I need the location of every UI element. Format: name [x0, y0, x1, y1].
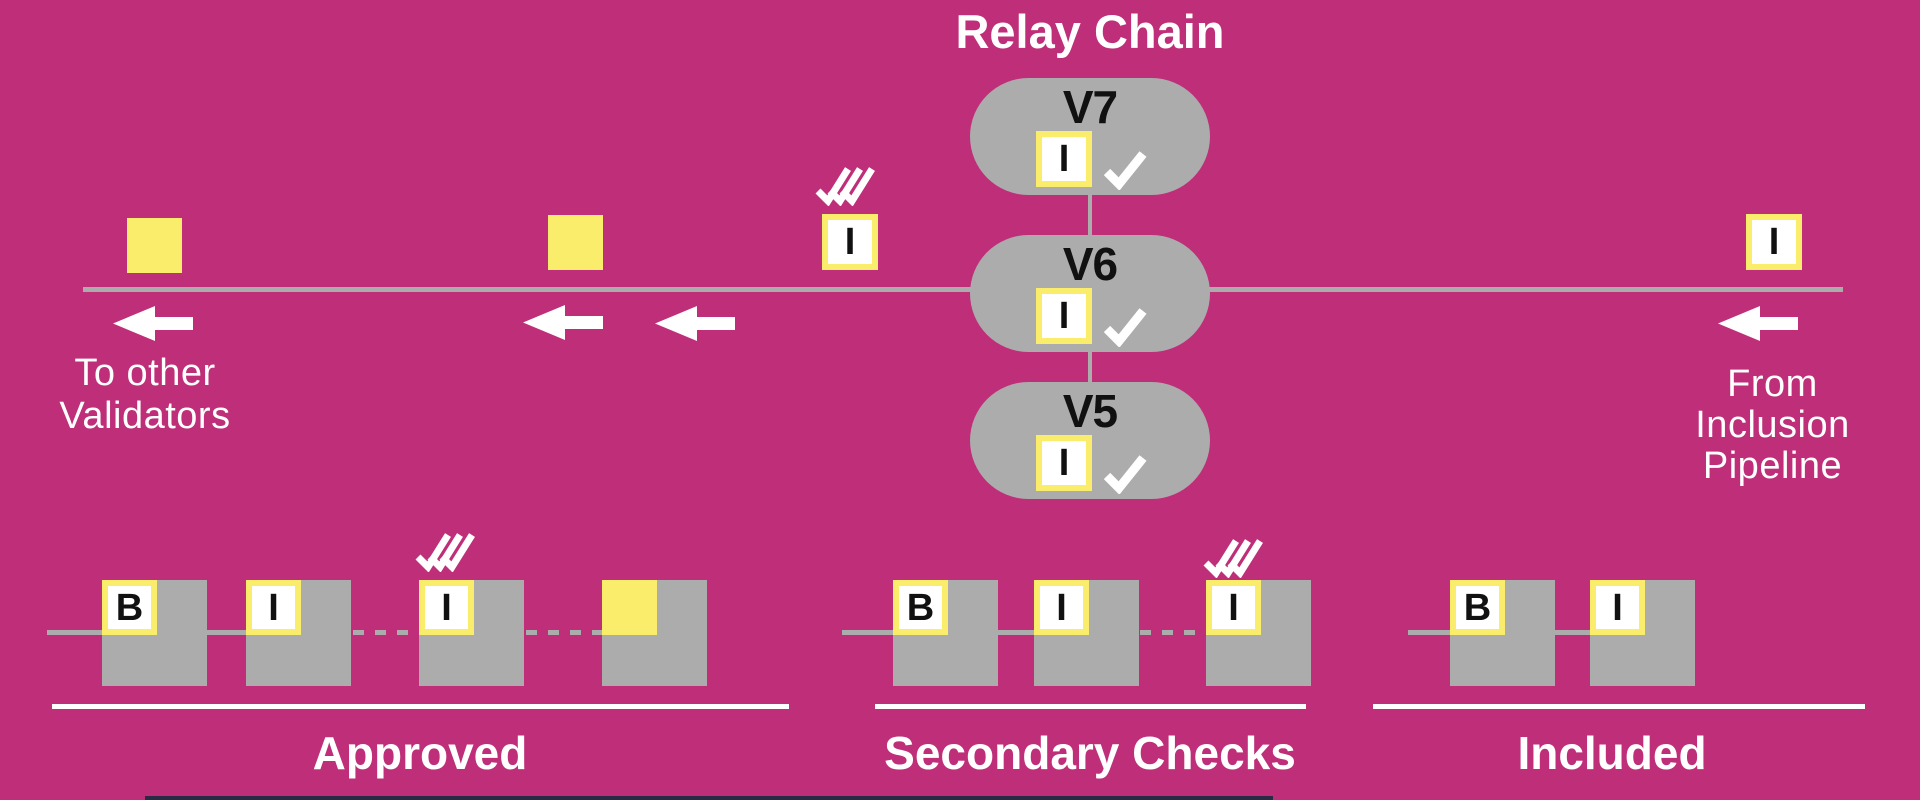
validator-pill-v7: V7 I — [970, 78, 1210, 195]
block-tag-box: I — [1206, 580, 1261, 635]
candidate-box: I — [1036, 288, 1092, 344]
chain-underline — [875, 704, 1306, 709]
candidate-box-checked: I — [822, 214, 878, 270]
candidate-box: I — [1036, 435, 1092, 491]
chain-underline — [52, 704, 789, 709]
block-tag: I — [268, 586, 279, 629]
block-tag: I — [1612, 586, 1623, 629]
block-tag-box: I — [1034, 580, 1089, 635]
chain-label-secondary-checks: Secondary Checks — [884, 727, 1296, 779]
caption-to-other-validators: To other Validators — [20, 352, 270, 438]
validator-label: V5 — [1062, 385, 1118, 437]
yellow-block — [602, 580, 657, 635]
validator-pill-v6: V6 I — [970, 235, 1210, 352]
candidate-box: I — [1036, 131, 1092, 187]
candidate-letter: I — [1058, 295, 1070, 337]
block-tag: B — [906, 586, 935, 629]
relay-line — [83, 287, 1843, 292]
triple-check-icon — [815, 167, 875, 206]
bottom-crop-strip — [145, 796, 1273, 800]
yellow-block — [548, 215, 603, 270]
caption-from-inclusion-pipeline: From Inclusion Pipeline — [1650, 364, 1895, 487]
block-tag: I — [1228, 586, 1239, 629]
caption-line: Pipeline — [1702, 445, 1843, 487]
block-tag: B — [1463, 586, 1492, 629]
candidate-letter: I — [1058, 138, 1070, 180]
block-tag-box: B — [893, 580, 948, 635]
check-icon — [1103, 455, 1147, 494]
check-icon — [1103, 308, 1147, 347]
block-tag: B — [115, 586, 144, 629]
validator-pill-v5: V5 I — [970, 382, 1210, 499]
left-arrow-icon — [113, 306, 193, 341]
triple-check-icon — [1203, 539, 1263, 578]
validator-label: V6 — [1062, 238, 1118, 290]
validator-label: V7 — [1062, 81, 1118, 133]
candidate-letter: I — [1058, 442, 1070, 484]
caption-line: From — [1727, 363, 1818, 405]
block-tag-box: I — [419, 580, 474, 635]
block-tag-box: I — [246, 580, 301, 635]
candidate-letter: I — [1768, 221, 1780, 263]
block-tag-box: I — [1590, 580, 1645, 635]
yellow-block — [127, 218, 182, 273]
pill-connector — [1088, 192, 1092, 238]
diagram-title: Relay Chain — [955, 5, 1225, 58]
chain-connector-dashed — [1140, 630, 1206, 635]
check-icon — [1103, 151, 1147, 190]
block-tag: I — [1056, 586, 1067, 629]
caption-line: Inclusion — [1695, 404, 1850, 446]
triple-check-icon — [415, 533, 475, 572]
chain-label-approved: Approved — [312, 727, 528, 779]
caption-line: Validators — [59, 395, 231, 437]
left-arrow-icon — [1718, 306, 1798, 341]
chain-connector-dashed — [526, 630, 602, 635]
chain-underline — [1373, 704, 1865, 709]
left-arrow-icon — [655, 306, 735, 341]
left-arrow-icon — [523, 305, 603, 340]
block-tag-box: B — [102, 580, 157, 635]
candidate-box-incoming: I — [1746, 214, 1802, 270]
caption-line: To other — [74, 352, 216, 394]
pill-connector — [1088, 349, 1092, 385]
chain-label-included: Included — [1517, 727, 1707, 779]
block-tag: I — [441, 586, 452, 629]
chain-connector-dashed — [353, 630, 419, 635]
candidate-letter: I — [844, 221, 856, 263]
block-tag-box: B — [1450, 580, 1505, 635]
